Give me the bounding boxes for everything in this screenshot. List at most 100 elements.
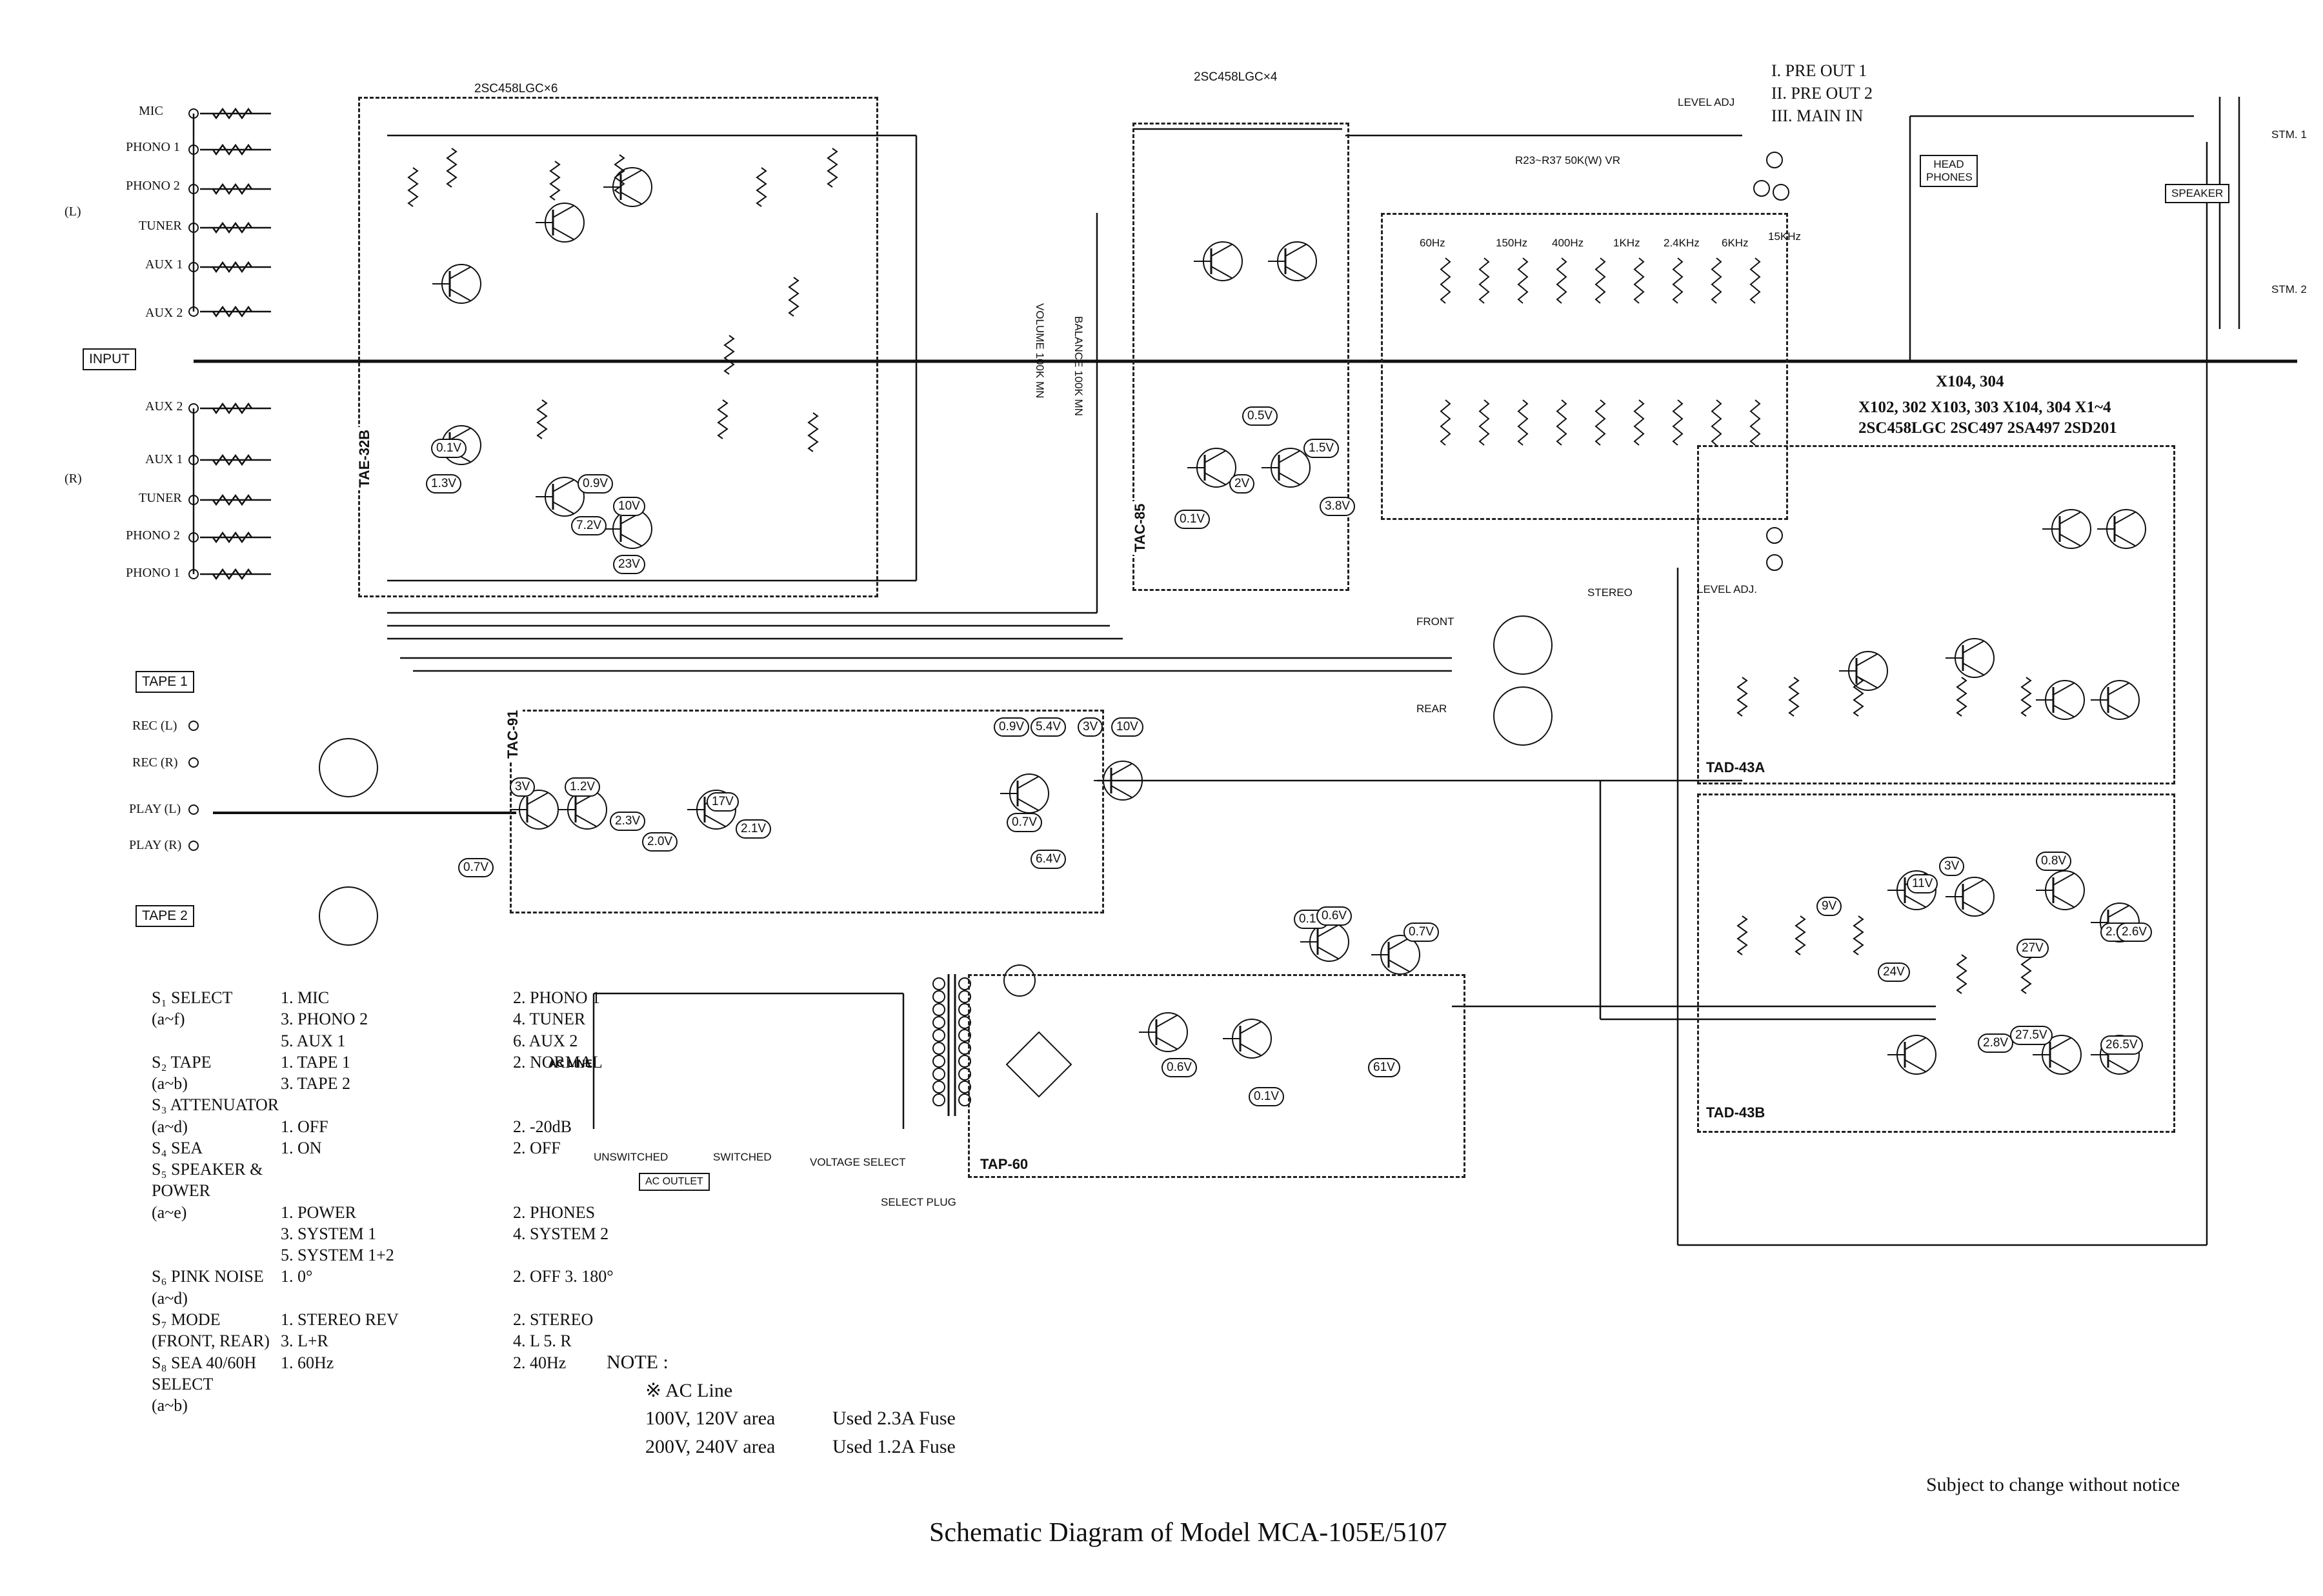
resistor — [2020, 954, 2032, 994]
mode-rear: REAR — [1416, 703, 1447, 715]
block-sea-filter — [1381, 213, 1788, 520]
voltage-bubble: 61V — [1368, 1058, 1400, 1077]
voltage-bubble: 3.8V — [1320, 497, 1356, 516]
block-tae-32b — [358, 97, 878, 597]
voltage-bubble: 10V — [1111, 717, 1143, 737]
voltage-bubble: 24V — [1878, 963, 1910, 982]
wire — [1204, 450, 1226, 463]
wire — [1317, 924, 1339, 937]
legend-row: S₅ SPEAKER & POWER — [152, 1159, 745, 1202]
jack — [1766, 152, 1783, 168]
speaker-box: SPEAKER — [2165, 184, 2230, 203]
voltage-bubble: 3V — [1939, 857, 1965, 876]
note-heading: NOTE : — [607, 1352, 669, 1373]
voltage-bubble: 2.1V — [736, 819, 772, 839]
legend-cell: (FRONT, REAR) — [152, 1332, 270, 1351]
voltage-bubble: 1.2V — [565, 777, 601, 797]
voltage-bubble: 3V — [1078, 717, 1103, 737]
legend-cell: 4. SYSTEM 2 — [513, 1224, 609, 1243]
winding — [932, 990, 945, 1003]
legend-cell: 2. OFF — [513, 1138, 561, 1157]
wire — [1240, 1043, 1262, 1056]
winding — [958, 1068, 971, 1081]
legend-cell: S₃ ATTENUATOR — [152, 1095, 279, 1115]
voltage-bubble: 23V — [613, 555, 645, 574]
wire — [1204, 472, 1226, 485]
resistor — [212, 531, 253, 544]
resistor — [1517, 399, 1529, 446]
wire — [552, 479, 574, 492]
ac-line-label: AC LINE — [548, 1057, 592, 1070]
wire — [527, 792, 548, 805]
resistor — [1556, 257, 1567, 304]
voltage-bubble: 2.0V — [642, 832, 678, 852]
winding — [958, 1003, 971, 1016]
legend-cell: 1. 0° — [281, 1267, 313, 1286]
balance-label: BALANCE 100K MN — [1072, 316, 1085, 416]
legend-cell — [513, 1159, 745, 1202]
voltage-bubble: 11V — [1907, 874, 1938, 893]
winding — [932, 1055, 945, 1068]
resistor — [1736, 677, 1748, 717]
resistor — [212, 494, 253, 506]
resistor — [1440, 257, 1451, 304]
block-label-tac-91: TAC-91 — [503, 707, 523, 761]
level-adj-bottom: LEVEL ADJ. — [1697, 583, 1757, 595]
winding — [932, 1016, 945, 1029]
legend-cell: 1. 60Hz — [281, 1353, 334, 1372]
block-tad-43b — [1697, 793, 2175, 1133]
voltage-bubble: 0.1V — [1174, 510, 1211, 529]
voltage-bubble: 0.6V — [1316, 906, 1353, 926]
voltage-select-label: VOLTAGE SELECT — [810, 1156, 906, 1168]
wire — [1962, 663, 1984, 675]
voltage-bubble: 0.7V — [1403, 923, 1440, 942]
resistor — [1853, 915, 1864, 955]
resistor — [788, 277, 799, 317]
resistor — [407, 167, 419, 207]
input-mic-l: MIC — [139, 104, 163, 118]
legend-cell — [513, 1244, 745, 1266]
legend-row: 5. SYSTEM 1+2 — [152, 1244, 745, 1266]
tape1-box: TAPE 1 — [136, 671, 194, 693]
legend-cell: 5. SYSTEM 1+2 — [281, 1246, 394, 1265]
winding — [958, 1016, 971, 1029]
wire — [1211, 244, 1232, 257]
input-aux2-l: AUX 2 — [145, 306, 183, 320]
legend-cell: 2. OFF 3. 180° — [513, 1267, 614, 1286]
legend-cell — [513, 1094, 745, 1115]
switched-label: SWITCHED — [713, 1151, 772, 1163]
voltage-bubble: 0.9V — [994, 717, 1030, 737]
voltage-bubble: 0.1V — [1249, 1087, 1285, 1106]
wire — [1111, 785, 1132, 798]
resistor — [212, 107, 253, 120]
voltage-bubble: 17V — [707, 792, 739, 812]
legend-cell: 1. STEREO REV — [281, 1310, 399, 1329]
winding — [932, 1003, 945, 1016]
wire — [552, 205, 574, 218]
resistor — [212, 402, 253, 415]
legend-cell — [513, 1073, 745, 1094]
legend-cell: 2. -20dB — [513, 1117, 572, 1136]
mode-switch — [1493, 615, 1553, 675]
voltage-bubble: 7.2V — [571, 516, 607, 535]
legend-cell: 3. SYSTEM 1 — [281, 1224, 377, 1243]
select-plug-label: SELECT PLUG — [881, 1196, 956, 1208]
resistor — [212, 568, 253, 581]
voltage-bubble: 9V — [1816, 897, 1842, 916]
legend-cell: 2. STEREO — [513, 1310, 594, 1329]
legend-row: (a~b)3. TAPE 2 — [152, 1073, 745, 1094]
wire — [449, 266, 471, 279]
resistor — [807, 412, 819, 452]
resistor — [212, 183, 253, 195]
tape-play-l: PLAY (L) — [129, 802, 181, 816]
jack — [1766, 554, 1783, 571]
jack — [188, 804, 199, 815]
resistor — [1672, 399, 1684, 446]
resistor — [1749, 399, 1761, 446]
